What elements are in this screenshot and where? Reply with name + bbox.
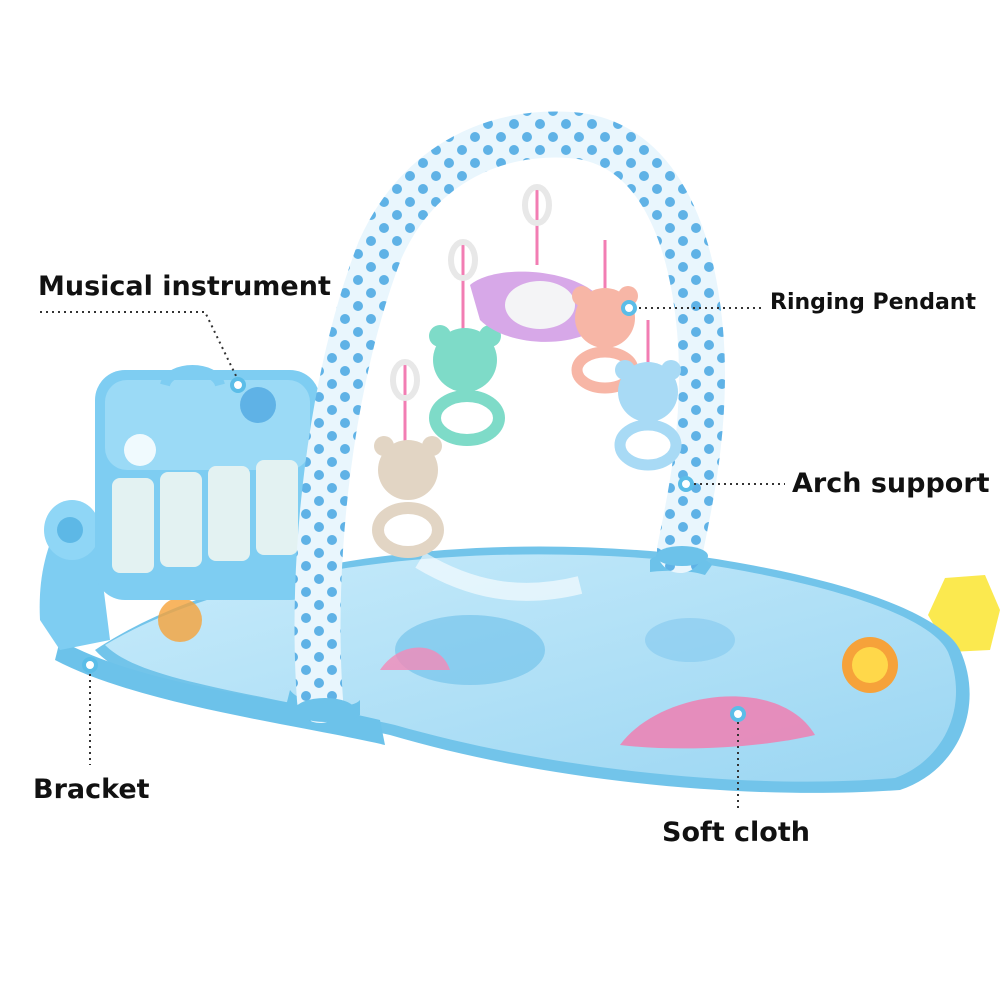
callout-dot-ringing bbox=[621, 300, 637, 316]
callout-dot-arch bbox=[678, 476, 694, 492]
yellow-hexagon bbox=[928, 575, 1000, 652]
piano-keys bbox=[112, 460, 298, 573]
label-musical-instrument: Musical instrument bbox=[38, 271, 331, 302]
callout-dot-soft bbox=[730, 706, 746, 722]
label-soft-cloth: Soft cloth bbox=[662, 817, 810, 848]
arch-support bbox=[294, 111, 725, 723]
label-arch-support: Arch support bbox=[792, 468, 990, 499]
callout-lines bbox=[40, 307, 785, 812]
beige-bear-rattle bbox=[372, 436, 444, 558]
teal-bear-rattle bbox=[429, 325, 505, 446]
blue-bear-rattle bbox=[614, 360, 682, 471]
piano-panel bbox=[95, 365, 320, 600]
callout-dot-bracket bbox=[82, 657, 98, 673]
mat-umbrella-print bbox=[620, 696, 815, 749]
callout-dot-musical bbox=[230, 377, 246, 393]
label-ringing-pendant: Ringing Pendant bbox=[770, 290, 976, 315]
hanging-pendants bbox=[372, 184, 682, 558]
callout-dots bbox=[82, 300, 746, 722]
label-bracket: Bracket bbox=[33, 774, 150, 805]
